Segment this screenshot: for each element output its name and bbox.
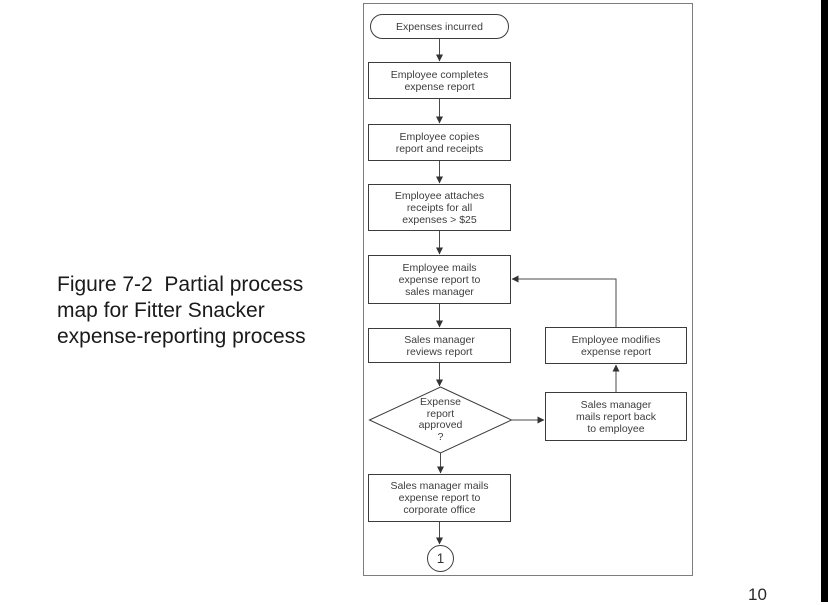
node-sales-manager-mails-back: Sales manager mails report back to emplo… bbox=[545, 392, 687, 441]
right-edge-bar bbox=[821, 0, 828, 602]
node-employee-completes-report: Employee completes expense report bbox=[368, 62, 511, 99]
arrow-modify-to-mailmgr bbox=[511, 275, 617, 327]
decision-diamond-shape bbox=[368, 386, 513, 454]
node-employee-modifies-report: Employee modifies expense report bbox=[545, 327, 687, 364]
node-expenses-incurred: Expenses incurred bbox=[370, 14, 509, 39]
figure-panel: Expenses incurred Employee completes exp… bbox=[363, 3, 693, 576]
node-employee-mails-report: Employee mails expense report to sales m… bbox=[368, 255, 511, 304]
figure-caption: Figure 7-2 Partial process map for Fitte… bbox=[57, 273, 306, 348]
node-offpage-connector-1: 1 bbox=[427, 545, 454, 572]
node-employee-attaches-receipts: Employee attaches receipts for all expen… bbox=[368, 184, 511, 231]
node-sales-manager-mails-corporate: Sales manager mails expense report to co… bbox=[368, 474, 511, 522]
node-sales-manager-reviews: Sales manager reviews report bbox=[368, 328, 511, 363]
page-number: 10 bbox=[748, 585, 767, 604]
node-decision-approved: Expense report approved ? bbox=[418, 396, 463, 443]
node-employee-copies-report: Employee copies report and receipts bbox=[368, 124, 511, 161]
flowchart-connectors bbox=[368, 39, 620, 545]
